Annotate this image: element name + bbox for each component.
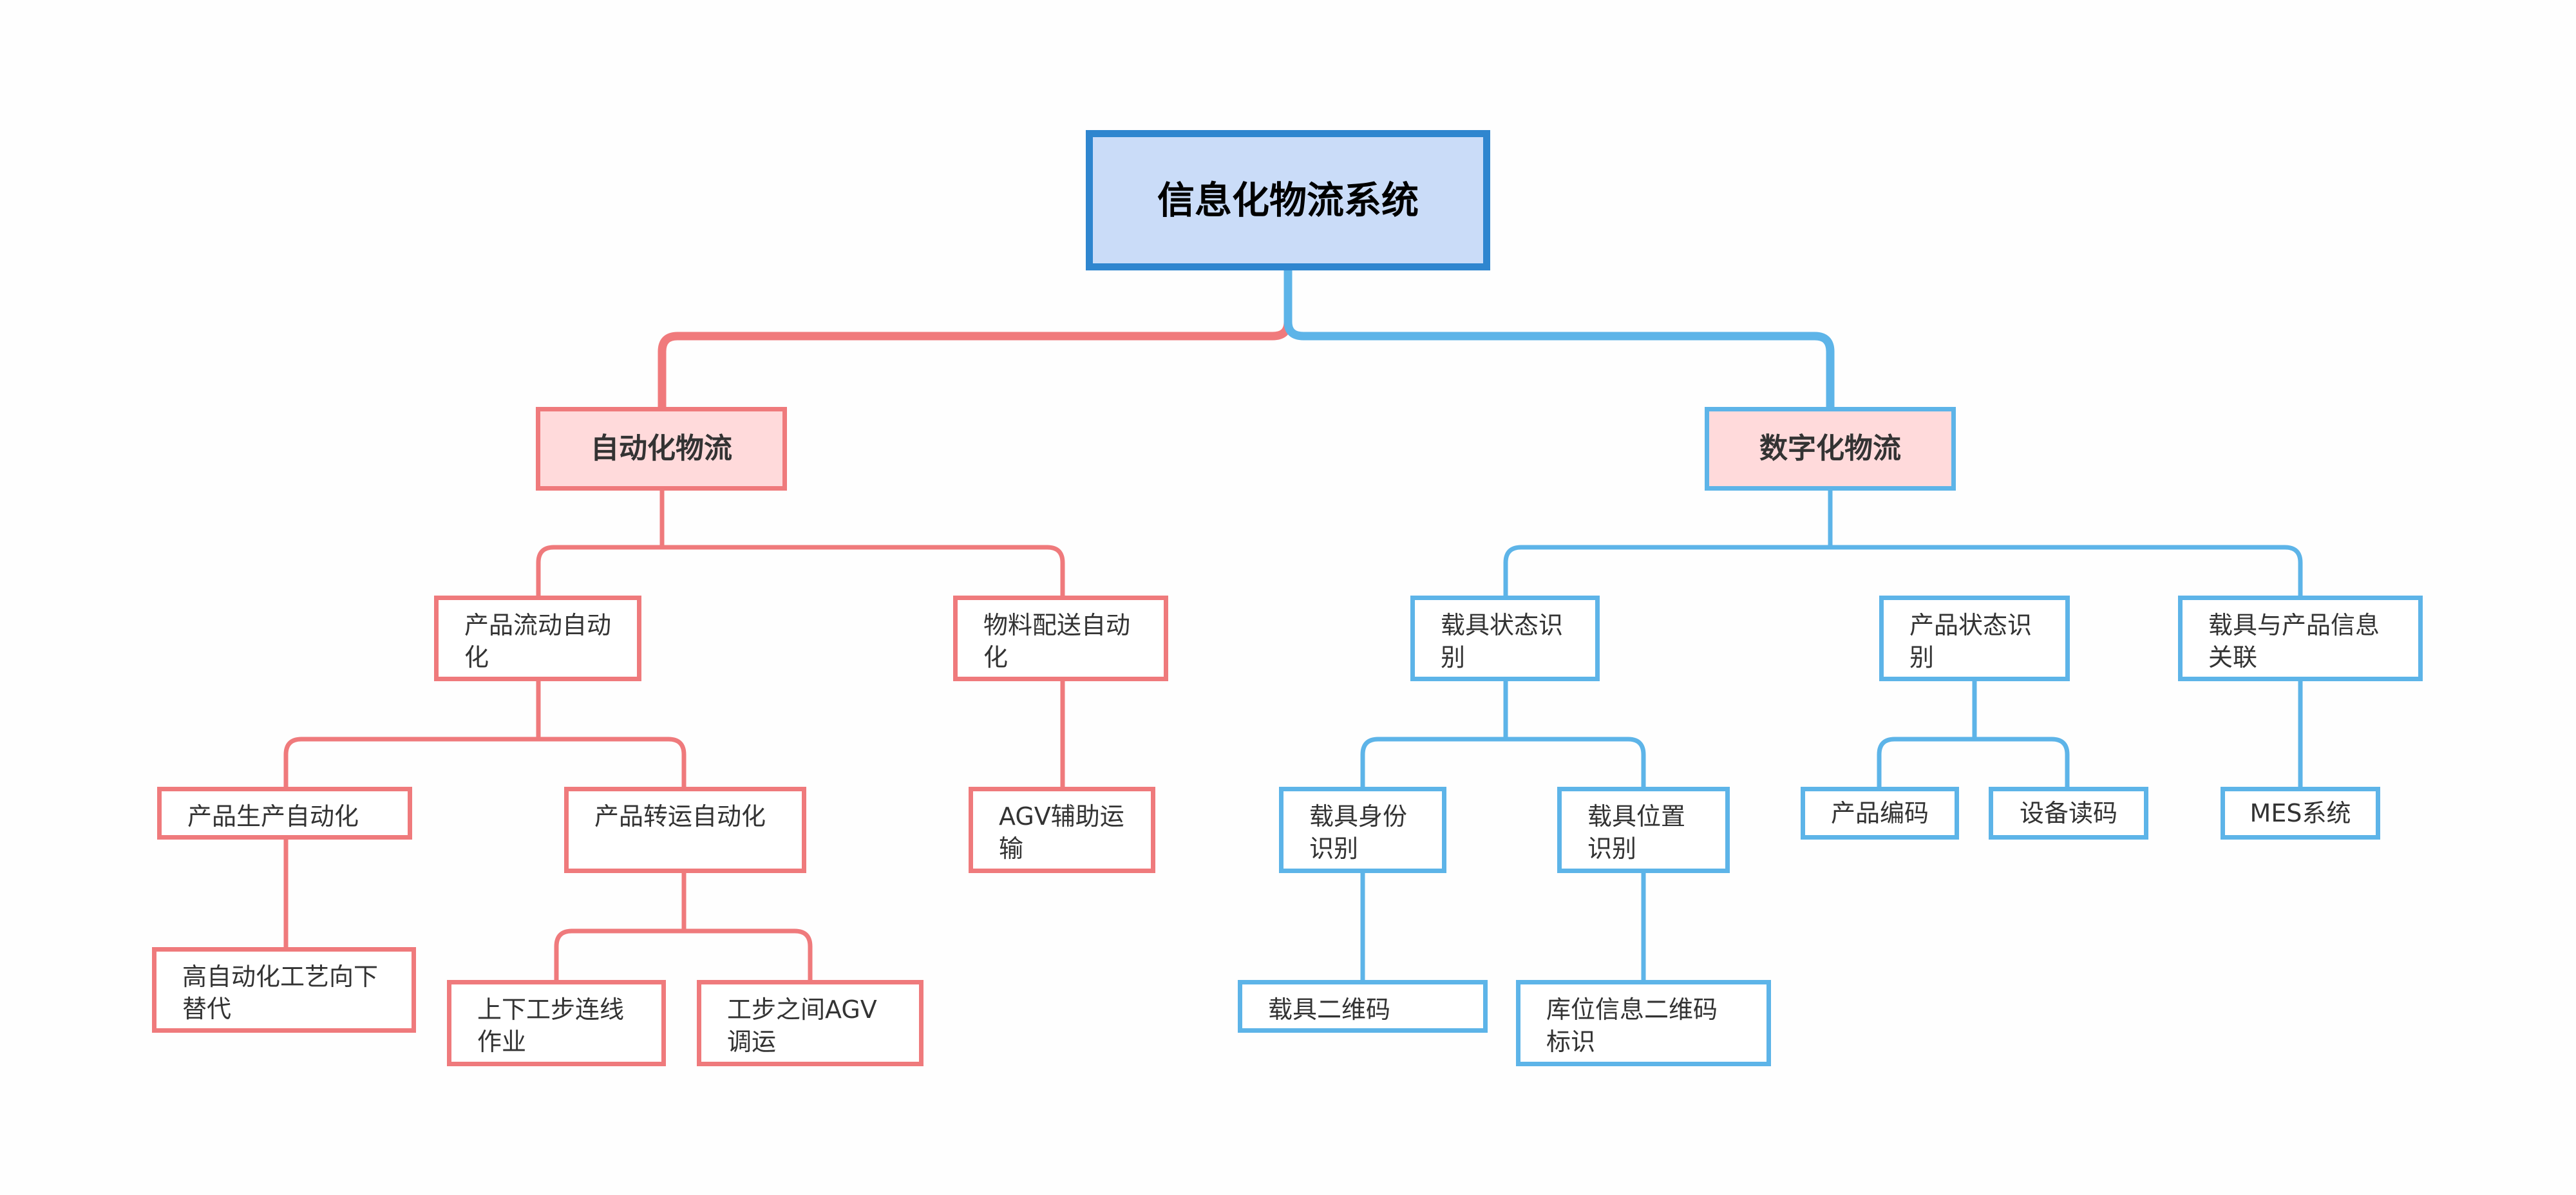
node-carrier-position: 载具位置识别 [1557, 787, 1730, 873]
branch-digital: 数字化物流 [1705, 407, 1956, 491]
node-carrier-id: 载具身份识别 [1279, 787, 1446, 873]
connector-root-right [1283, 266, 1835, 411]
node-agv-transport: AGV辅助运输 [969, 787, 1155, 873]
connector-transport [554, 870, 813, 983]
node-product-flow-label: 产品流动自动化 [464, 611, 612, 672]
node-production-auto-label: 产品生产自动化 [187, 802, 359, 831]
node-carrier-qrcode-label: 载具二维码 [1268, 995, 1391, 1024]
node-mes-system-label: MES系统 [2249, 799, 2351, 827]
node-material-delivery: 物料配送自动化 [953, 596, 1168, 681]
branch-digital-label: 数字化物流 [1759, 432, 1901, 465]
connector-right-l2 [1503, 488, 2303, 598]
node-production-auto: 产品生产自动化 [157, 787, 412, 840]
node-device-read-label: 设备读码 [2019, 799, 2117, 827]
node-product-flow: 产品流动自动化 [434, 596, 641, 681]
connector-root-left [658, 266, 1293, 411]
branch-automation: 自动化物流 [536, 407, 787, 491]
node-carrier-status-label: 载具状态识别 [1441, 611, 1564, 672]
node-product-status: 产品状态识别 [1879, 596, 2070, 681]
node-carrier-product-link: 载具与产品信息关联 [2178, 596, 2423, 681]
node-high-auto-label: 高自动化工艺向下替代 [182, 963, 379, 1023]
connector-product-flow [283, 679, 687, 789]
node-agv-dispatch: 工步之间AGV调运 [697, 980, 923, 1066]
node-high-auto: 高自动化工艺向下替代 [152, 947, 416, 1033]
node-location-qrcode-label: 库位信息二维码标识 [1546, 995, 1718, 1056]
node-product-code: 产品编码 [1801, 787, 1959, 840]
node-line-operation: 上下工步连线作业 [447, 980, 666, 1066]
node-material-delivery-label: 物料配送自动化 [983, 611, 1131, 672]
node-agv-dispatch-label: 工步之间AGV调运 [727, 995, 877, 1056]
node-carrier-status: 载具状态识别 [1410, 596, 1600, 681]
connector-product-status [1877, 679, 2070, 789]
node-carrier-position-label: 载具位置识别 [1587, 802, 1686, 863]
node-carrier-qrcode: 载具二维码 [1238, 980, 1488, 1033]
node-carrier-product-link-label: 载具与产品信息关联 [2208, 611, 2380, 672]
root-label: 信息化物流系统 [1157, 178, 1419, 222]
connector-left-l2 [536, 488, 1065, 598]
node-agv-transport-label: AGV辅助运输 [999, 802, 1124, 863]
node-carrier-id-label: 载具身份识别 [1309, 802, 1408, 863]
node-product-status-label: 产品状态识别 [1909, 611, 2032, 672]
node-transport-auto: 产品转运自动化 [564, 787, 806, 873]
connector-carrier-status [1360, 679, 1646, 789]
branch-automation-label: 自动化物流 [591, 432, 732, 465]
node-device-read: 设备读码 [1989, 787, 2148, 840]
node-line-operation-label: 上下工步连线作业 [477, 995, 625, 1056]
node-product-code-label: 产品编码 [1830, 799, 1929, 827]
node-transport-auto-label: 产品转运自动化 [594, 802, 766, 831]
root-node: 信息化物流系统 [1086, 130, 1490, 270]
node-mes-system: MES系统 [2221, 787, 2380, 840]
node-location-qrcode: 库位信息二维码标识 [1516, 980, 1771, 1066]
